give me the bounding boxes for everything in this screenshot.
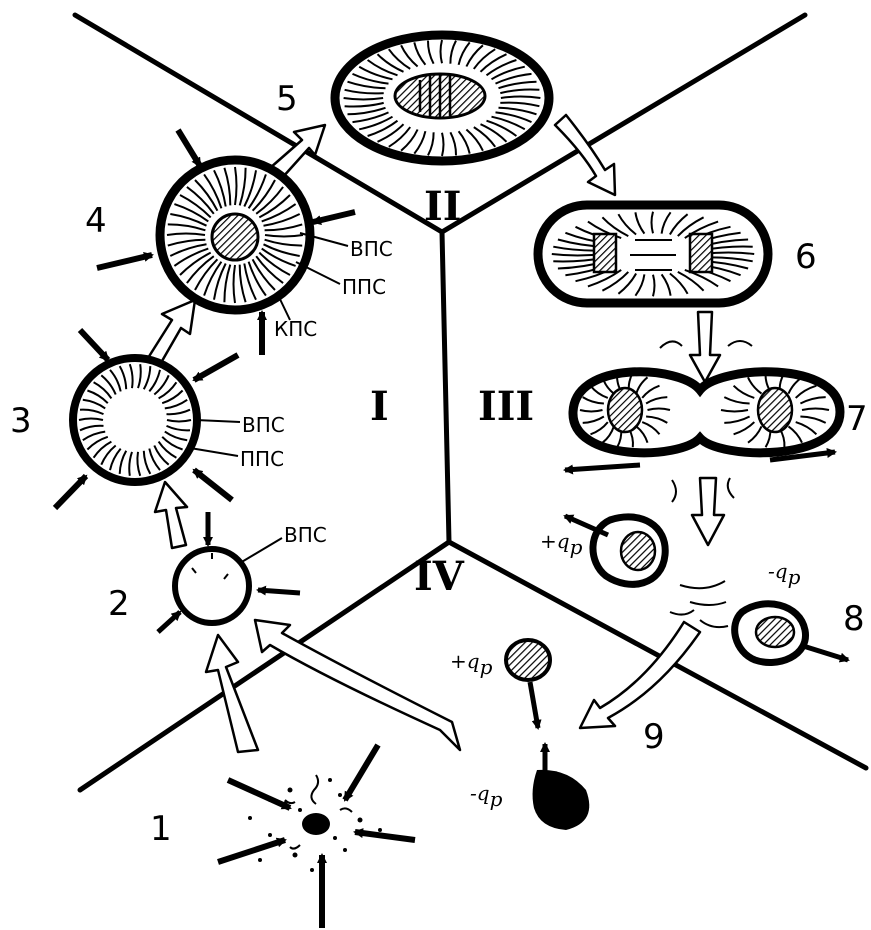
- stage-4-cell: [160, 160, 348, 320]
- stage-7-separation-arrows: [565, 452, 835, 470]
- stage-number-8: 8: [843, 599, 865, 639]
- charge-label-9-plus: +qp: [450, 649, 493, 679]
- sector-label-1: I: [370, 383, 389, 430]
- stage-number-6: 6: [795, 237, 817, 277]
- stage-8-daughters: [593, 517, 806, 663]
- arrow-1-to-2: [206, 635, 258, 752]
- label-pps-stage-3: ППС: [240, 447, 284, 471]
- stage-number-1: 1: [150, 809, 172, 849]
- arrow-5-to-6: [555, 115, 615, 195]
- arrow-9-to-2: [255, 620, 460, 750]
- label-pps-stage-4: ППС: [342, 275, 386, 299]
- arrow-2-to-3: [155, 482, 187, 548]
- charge-label-8-left: +qp: [540, 529, 583, 559]
- arrow-6-to-7: [690, 312, 720, 382]
- stage-1-particles: [248, 775, 382, 872]
- sector-label-3: III: [478, 383, 534, 430]
- stage-number-4: 4: [85, 201, 107, 241]
- stage-number-3: 3: [10, 401, 32, 441]
- stage-2-cell: [175, 538, 282, 623]
- stage-9-charges: [506, 640, 589, 830]
- sector-label-4: IV: [414, 553, 465, 600]
- label-vps-stage-3: ВПС: [242, 413, 285, 437]
- stage-3-cell: [73, 358, 240, 482]
- stage-6-cell: [538, 205, 768, 303]
- arrow-8-to-9: [580, 622, 700, 728]
- arrow-7-to-8: [692, 478, 724, 545]
- stage-number-2: 2: [108, 584, 130, 624]
- stage-number-5: 5: [276, 79, 298, 119]
- sector-labels: I II III IV: [370, 183, 534, 600]
- label-kps-stage-4: КПС: [274, 317, 317, 341]
- stage-number-9: 9: [643, 717, 665, 757]
- stage-1-pressure-arrows: [218, 745, 415, 928]
- label-vps-stage-4: ВПС: [350, 237, 393, 261]
- stage-number-7: 7: [846, 399, 868, 439]
- stage-5-cell: [335, 35, 549, 161]
- sector-label-2: II: [424, 183, 461, 230]
- charge-label-9-minus: -qp: [470, 781, 503, 811]
- charge-label-8-right: -qp: [768, 559, 801, 589]
- label-vps-stage-2: ВПС: [284, 523, 327, 547]
